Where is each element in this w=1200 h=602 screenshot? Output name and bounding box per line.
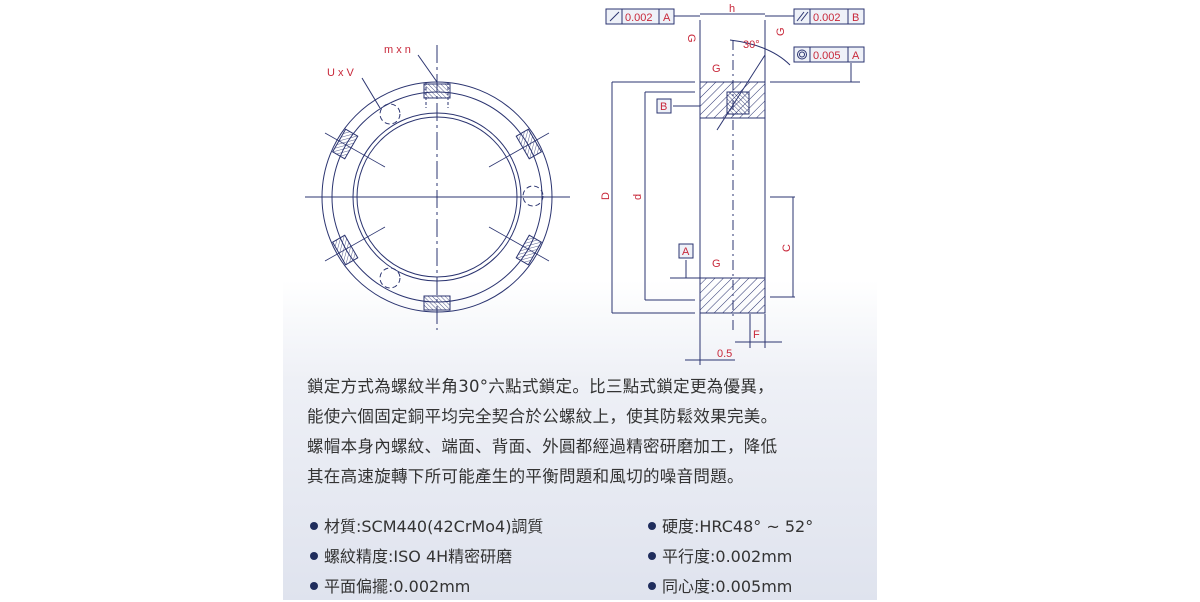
angle-label: 30° (743, 39, 760, 51)
slot-label: U x V (327, 67, 355, 79)
runout-value: 0.002 (625, 12, 653, 24)
fcf-parallel: 0.002 B (793, 8, 865, 25)
side-view (611, 13, 860, 365)
radial-centerlines (324, 132, 550, 262)
spec-text: 螺紋精度:ISO 4H精密研磨 (324, 547, 513, 566)
dim-offset: 0.5 (717, 348, 732, 360)
bullet-icon (310, 551, 318, 560)
spec-item: 螺紋精度:ISO 4H精密研磨 (310, 542, 543, 572)
specs-right: 硬度:HRC48° ~ 52° 平行度:0.002mm 同心度:0.005mm (648, 512, 813, 602)
spec-text: 材質:SCM440(42CrMo4)調質 (324, 517, 544, 536)
spec-text: 硬度:HRC48° ~ 52° (662, 517, 814, 536)
finish-mark-bottom: G (712, 258, 721, 270)
bullet-icon (310, 521, 318, 530)
technical-drawing: U x V m x n 0.002 A (305, 3, 865, 365)
description-line: 螺帽本身內螺紋、端面、背面、外圓都經過精密研磨加工，降低 (307, 437, 778, 456)
spec-item: 平行度:0.002mm (648, 542, 813, 572)
concentricity-datum: A (852, 50, 860, 62)
spec-text: 平面偏擺:0.002mm (324, 577, 471, 596)
front-view (305, 45, 570, 330)
spec-item: 平面偏擺:0.002mm (310, 572, 543, 602)
bullet-icon (648, 581, 656, 590)
datum-b-label: B (660, 101, 667, 113)
dim-D: D (600, 192, 612, 200)
parallel-datum: B (852, 12, 859, 24)
specs-left: 材質:SCM440(42CrMo4)調質 螺紋精度:ISO 4H精密研磨 平面偏… (310, 512, 543, 602)
dim-h: h (729, 3, 735, 15)
description: 鎖定方式為螺紋半角30°六點式鎖定。比三點式鎖定更為優異， 能使六個固定銅平均完… (307, 372, 867, 492)
finish-mark-right: G (775, 27, 787, 36)
dim-C: C (781, 244, 793, 252)
key-label: m x n (384, 44, 411, 56)
finish-mark-top: G (712, 63, 721, 75)
description-line: 鎖定方式為螺紋半角30°六點式鎖定。比三點式鎖定更為優異， (307, 377, 774, 396)
spec-text: 平行度:0.002mm (662, 547, 793, 566)
spec-text: 同心度:0.005mm (662, 577, 793, 596)
spec-item: 材質:SCM440(42CrMo4)調質 (310, 512, 543, 542)
bullet-icon (648, 551, 656, 560)
description-line: 其在高速旋轉下所可能產生的平衡問題和風切的噪音問題。 (307, 467, 744, 486)
fcf-concentricity: 0.005 A (793, 46, 865, 63)
description-line: 能使六個固定銅平均完全契合於公螺紋上，使其防鬆效果完美。 (307, 407, 778, 426)
dim-d: d (632, 194, 644, 200)
fcf-runout: 0.002 A (605, 8, 675, 25)
concentricity-value: 0.005 (813, 50, 841, 62)
bullet-icon (648, 521, 656, 530)
finish-mark-left: G (685, 34, 697, 43)
spec-item: 同心度:0.005mm (648, 572, 813, 602)
content-panel (283, 0, 877, 600)
spec-item: 硬度:HRC48° ~ 52° (648, 512, 813, 542)
bullet-icon (310, 581, 318, 590)
dim-F: F (753, 329, 760, 341)
runout-datum: A (663, 12, 671, 24)
datum-a-label: A (682, 246, 690, 258)
parallel-value: 0.002 (813, 12, 841, 24)
